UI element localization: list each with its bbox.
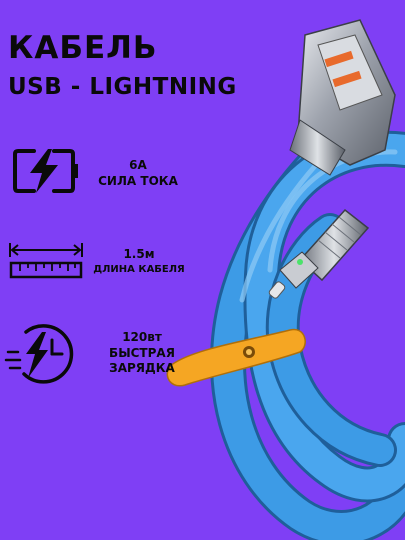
feature-current-label: СИЛА ТОКА bbox=[98, 173, 178, 188]
fast-charge-clock-icon bbox=[4, 324, 74, 384]
feature-fast-charge: 120вт БЫСТРАЯ ЗАРЯДКА bbox=[92, 330, 192, 377]
feature-current: 6А СИЛА ТОКА bbox=[98, 158, 178, 189]
feature-power-value: 120вт bbox=[122, 330, 162, 344]
battery-charging-icon bbox=[13, 149, 78, 193]
feature-length-value: 1.5м bbox=[123, 247, 155, 261]
feature-length: 1.5м ДЛИНА КАБЕЛЯ bbox=[84, 247, 194, 276]
feature-current-value: 6А bbox=[129, 158, 147, 172]
feature-power-label-2: ЗАРЯДКА bbox=[109, 361, 175, 376]
ruler-icon bbox=[9, 243, 83, 279]
page-title: КАБЕЛЬ bbox=[8, 30, 158, 66]
page-subtitle: USB - LIGHTNING bbox=[8, 74, 237, 100]
feature-power-label-1: БЫСТРАЯ bbox=[109, 345, 175, 360]
feature-length-label: ДЛИНА КАБЕЛЯ bbox=[93, 263, 185, 275]
